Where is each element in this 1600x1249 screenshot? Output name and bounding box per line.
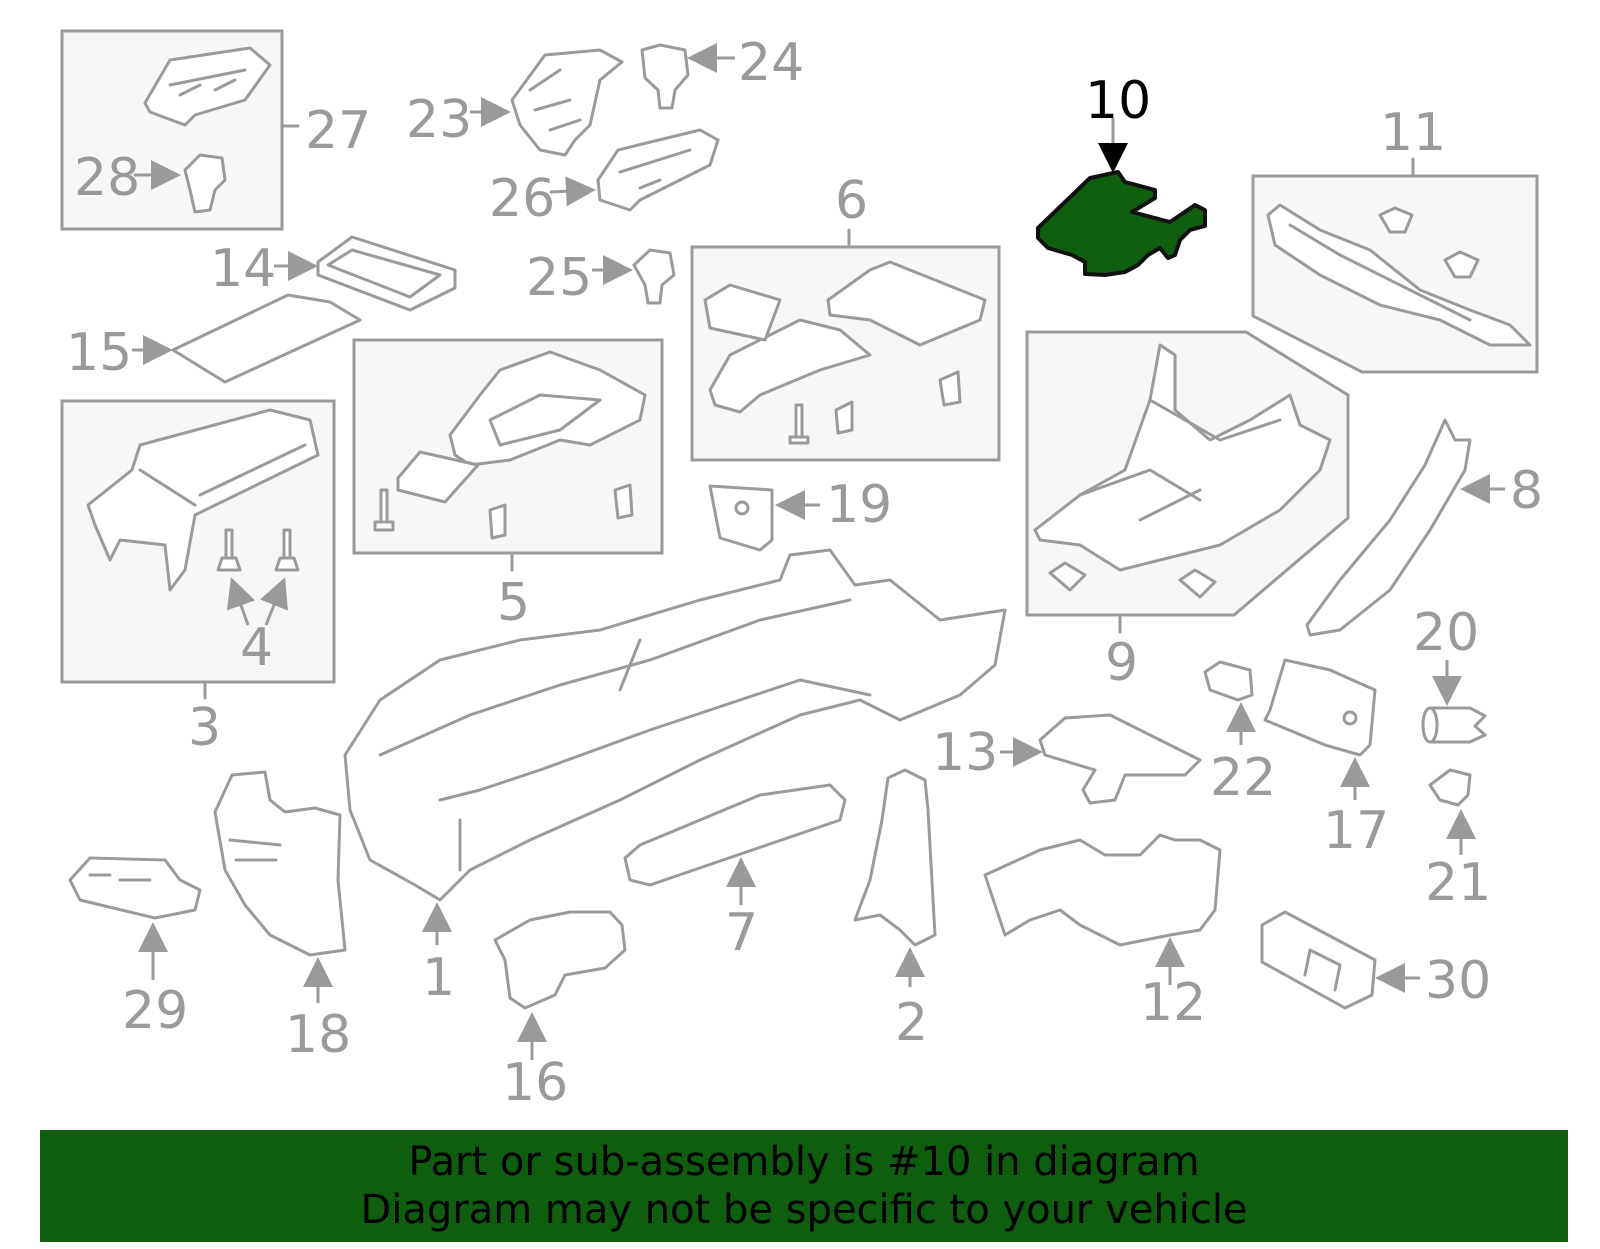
switch-30	[1260, 910, 1377, 1010]
callout-30: 30	[1425, 951, 1491, 1011]
callout-9: 9	[1105, 633, 1138, 693]
clip-6a	[834, 400, 854, 435]
duct-12	[983, 833, 1222, 947]
banner-line-1: Part or sub-assembly is #10 in diagram	[408, 1139, 1200, 1185]
callout-26: 26	[489, 169, 555, 229]
callout-2: 2	[895, 993, 928, 1053]
trim-7	[623, 783, 847, 887]
console-1	[343, 548, 1007, 902]
callout-13: 13	[932, 723, 998, 783]
callout-21: 21	[1425, 853, 1491, 913]
callout-12: 12	[1140, 973, 1206, 1033]
info-banner: Part or sub-assembly is #10 in diagram D…	[40, 1130, 1568, 1242]
callout-20: 20	[1413, 603, 1479, 663]
mat-13	[1038, 713, 1202, 805]
clip-9b	[1178, 568, 1217, 599]
callout-3: 3	[188, 698, 221, 758]
plate-5	[396, 450, 480, 504]
screw-4a	[216, 528, 242, 572]
panel-23	[510, 48, 624, 157]
switch-26	[596, 128, 720, 212]
callout-17: 17	[1323, 801, 1389, 861]
screw-4b	[274, 528, 300, 572]
callout-16: 16	[502, 1053, 568, 1113]
bracket-17	[1263, 658, 1377, 757]
callout-8: 8	[1510, 461, 1543, 521]
part-10-highlighted	[1036, 170, 1207, 277]
screw-5	[373, 488, 395, 532]
clip-5b	[613, 483, 634, 520]
bracket-19	[708, 484, 774, 552]
pillar-2	[853, 768, 937, 947]
callout-11: 11	[1380, 103, 1446, 163]
screw-6	[788, 403, 810, 445]
callout-22: 22	[1210, 748, 1276, 808]
mat-15	[171, 293, 362, 384]
knob-24	[640, 43, 690, 110]
callout-15: 15	[66, 323, 132, 383]
clip-11a	[1378, 206, 1414, 234]
clip-6b	[938, 370, 962, 407]
callout-1: 1	[422, 948, 455, 1008]
clip-25	[632, 248, 676, 305]
cupholder-16	[493, 910, 627, 1010]
callout-28: 28	[74, 148, 140, 208]
callout-14: 14	[210, 239, 276, 299]
trim-6	[826, 260, 987, 347]
clip-9a	[1048, 561, 1087, 592]
banner-line-2: Diagram may not be specific to your vehi…	[360, 1187, 1248, 1233]
switch-29	[68, 856, 202, 920]
callout-4: 4	[240, 618, 273, 678]
clip-11b	[1443, 250, 1480, 279]
callout-18: 18	[285, 1005, 351, 1065]
callout-6: 6	[835, 171, 868, 231]
bracket-11	[1266, 203, 1532, 347]
callout-10: 10	[1085, 71, 1151, 131]
callout-25: 25	[526, 248, 592, 308]
trim-8	[1305, 418, 1472, 637]
callout-24: 24	[738, 33, 804, 93]
clip-22	[1203, 660, 1254, 702]
clip-5a	[488, 503, 507, 540]
callout-23: 23	[406, 90, 472, 150]
callout-5: 5	[497, 573, 530, 633]
console-frame-9	[1033, 343, 1332, 572]
callout-29: 29	[122, 981, 188, 1041]
cap-20	[1428, 706, 1487, 744]
callout-7: 7	[725, 903, 758, 963]
clip-21	[1428, 768, 1472, 807]
panel-18	[213, 770, 347, 957]
tray-14	[316, 235, 457, 312]
callout-19: 19	[826, 475, 892, 535]
callout-27: 27	[305, 101, 371, 161]
armrest-3	[86, 408, 320, 592]
plate-6	[703, 283, 782, 342]
clip-28	[183, 153, 227, 214]
switch-panel-27	[143, 46, 272, 127]
